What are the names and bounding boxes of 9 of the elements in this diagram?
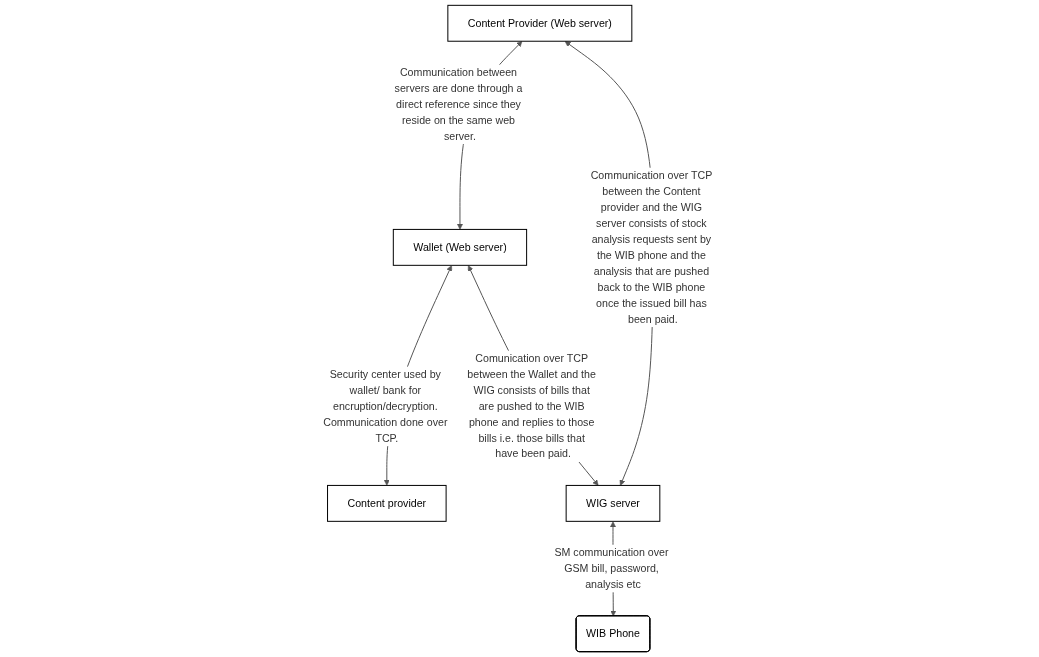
edge-label: SM communication over GSM bill, password, analysis etc bbox=[554, 546, 669, 590]
node-box: WIG server bbox=[565, 484, 660, 522]
node-box: Content Provider (Web server) bbox=[447, 4, 632, 42]
edge-label: Comunication over TCP between the Wallet and the WIG consists of bills that are pushed to the WIB phone and replies to those bills i.e. those bills that have been paid. bbox=[466, 352, 596, 460]
node-box: Content provider bbox=[326, 484, 447, 522]
edge-label: Communication between servers are done through a direct reference since they reside on the same web server. bbox=[394, 66, 523, 142]
edge-label: Security center used by wallet/ bank for encruption/decryption. Communication done over TCP. bbox=[322, 368, 448, 444]
node-box: Wallet (Web server) bbox=[392, 228, 527, 266]
edge-label: Communication over TCP between the Content provider and the WIG server consists of stock analysis requests sent by the WIB phone and the analysis that are pushed back to the WIB phone once the issued bill has been paid. bbox=[590, 169, 712, 325]
